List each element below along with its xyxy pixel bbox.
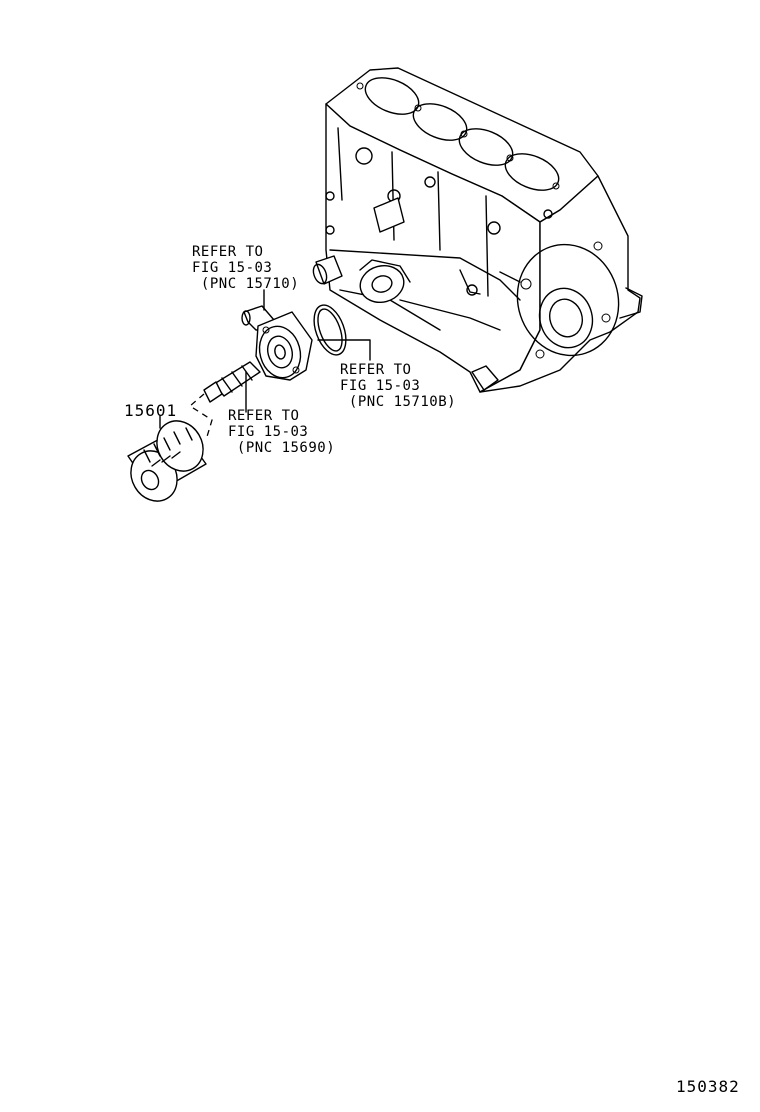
- callout-line-3: (PNC 15710B): [340, 394, 456, 410]
- callout-line-2: FIG 15-03: [340, 378, 420, 394]
- callout-line-1: REFER TO: [340, 362, 411, 378]
- illustration-id: 150382: [676, 1077, 740, 1096]
- callout-union-bolt: REFER TO FIG 15-03 (PNC 15690): [228, 408, 335, 456]
- oil-filter-drawing: [127, 420, 207, 502]
- callout-line-1: REFER TO: [228, 408, 299, 424]
- callout-line-1: REFER TO: [192, 244, 263, 260]
- callout-line-3: (PNC 15710): [192, 276, 299, 292]
- engine-block-drawing: [312, 67, 643, 393]
- callout-line-2: FIG 15-03: [192, 260, 272, 276]
- part-number-oil-filter: 15601: [124, 401, 177, 420]
- callout-line-2: FIG 15-03: [228, 424, 308, 440]
- oil-cooler-drawing: [203, 304, 347, 403]
- callout-oil-cooler-gasket: REFER TO FIG 15-03 (PNC 15710B): [340, 362, 456, 410]
- callout-oil-cooler-pipe: REFER TO FIG 15-03 (PNC 15710): [192, 244, 299, 292]
- callout-line-3: (PNC 15690): [228, 440, 335, 456]
- leader-lines: [159, 289, 371, 441]
